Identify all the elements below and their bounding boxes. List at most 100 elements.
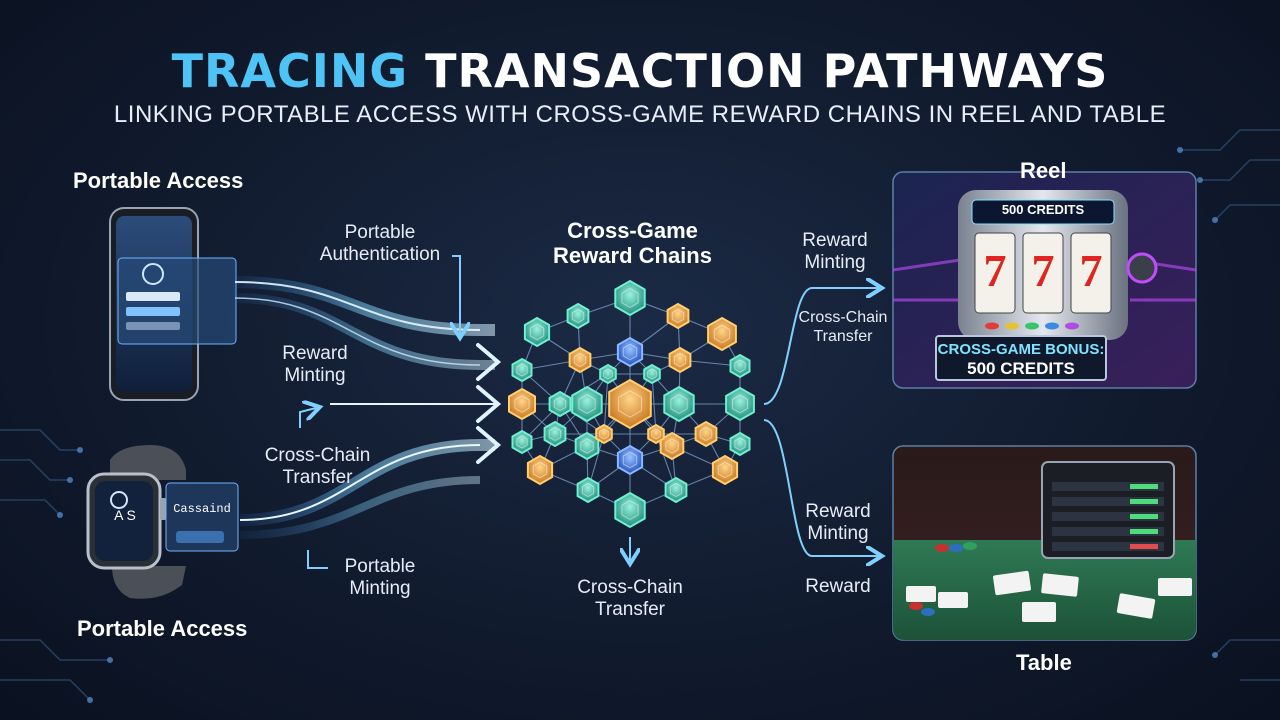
hex-node-inner (734, 437, 746, 451)
table-header: Table (1016, 650, 1072, 675)
cross-game-bonus-text: CROSS-GAME BONUS: 500 CREDITS (936, 340, 1106, 378)
reel-2 (1022, 232, 1064, 314)
label-line-1: Portable (344, 556, 416, 577)
label-line-1: Portable (344, 222, 416, 243)
hex-node (599, 363, 617, 385)
hex-node (729, 431, 751, 457)
label-portable-authentication: Portable Authentication (305, 222, 455, 266)
network-link (651, 373, 657, 435)
hex-node-inner (599, 428, 609, 440)
playing-cards (906, 570, 1192, 622)
hex-node-inner (603, 368, 613, 380)
label-reward-minting-bottom-right: Reward Minting (792, 501, 884, 545)
hex-node (694, 420, 718, 448)
bonus-line-2: 500 CREDITS (967, 359, 1075, 378)
hex-node (614, 491, 646, 529)
hex-node-inner (571, 308, 585, 324)
label-portable-minting: Portable Minting (320, 556, 440, 600)
hex-node (548, 390, 572, 418)
hex-node (543, 420, 567, 448)
leaderboard-rows (1052, 482, 1164, 551)
label-cross-chain-left: Cross-Chain Transfer (250, 445, 385, 489)
hex-node-inner (581, 482, 595, 498)
slot-buttons (985, 322, 1079, 330)
title-highlight: TRACING (171, 44, 409, 98)
slot-top-display (971, 199, 1115, 225)
reel-3 (1070, 232, 1112, 314)
hex-node (647, 423, 665, 445)
portable-access-bottom-header: Portable Access (77, 616, 248, 641)
hex-node-inner (665, 438, 679, 454)
hex-node (643, 363, 661, 385)
label-reward-right: Reward (805, 576, 871, 597)
hex-node-inner (669, 482, 683, 498)
hex-node (576, 476, 600, 504)
label-cross-chain-right: Cross-Chain Transfer (788, 308, 898, 346)
hex-node (664, 476, 688, 504)
hex-node-inner (548, 426, 562, 442)
hex-node (711, 454, 739, 486)
label-reward-minting-left: Reward Minting (255, 343, 375, 387)
label-cross-chain-bottom: Cross-Chain Transfer (560, 577, 700, 621)
phone-device (109, 207, 237, 401)
hex-node-inner (553, 396, 567, 412)
hex-node-inner (532, 461, 548, 479)
hex-node (608, 378, 652, 430)
hex-node-inner (621, 288, 639, 308)
reel-1 (974, 232, 1016, 314)
page-subtitle: LINKING PORTABLE ACCESS WITH CROSS-GAME … (113, 101, 1167, 128)
label-line-2: Minting (284, 365, 346, 386)
page-title: TRACING TRANSACTION PATHWAYS (0, 44, 1280, 98)
hex-node (511, 357, 533, 383)
hex-node (725, 386, 755, 422)
hex-node (523, 316, 551, 348)
hex-node (666, 302, 690, 330)
hex-node-inner (573, 352, 587, 368)
hex-node-inner (671, 308, 685, 324)
label-line-2: Transfer (282, 467, 353, 488)
hex-node (508, 387, 536, 421)
header-line-2: Reward Chains (553, 243, 712, 268)
watch-screen-text: A S (114, 507, 136, 523)
login-button (126, 307, 180, 316)
table-card (892, 445, 1197, 641)
hex-node (526, 454, 554, 486)
hex-node-inner (578, 394, 596, 414)
connector-arrows (299, 255, 878, 569)
hex-node (663, 385, 695, 423)
poker-chips (909, 542, 977, 616)
hex-node-inner (717, 461, 733, 479)
bonus-line-1: CROSS-GAME BONUS: (937, 341, 1105, 358)
label-line-2: Minting (804, 252, 866, 273)
hex-node-inner (622, 343, 638, 361)
username-field (126, 292, 180, 301)
bonus-panel (935, 335, 1107, 381)
reel-card (892, 171, 1197, 389)
slot-top-display-text: 500 CREDITS (1001, 202, 1085, 217)
hex-node (616, 444, 644, 476)
hex-node-inner (651, 428, 661, 440)
hex-node-inner (713, 324, 731, 344)
hex-network-nodes (508, 279, 755, 529)
hex-node-inner (699, 426, 713, 442)
hex-node-inner (516, 435, 528, 449)
hex-node-inner (647, 368, 657, 380)
hex-node (571, 385, 603, 423)
smartwatch-device (86, 445, 239, 599)
hex-node (729, 353, 751, 379)
hex-node-inner (673, 352, 687, 368)
circuit-lines-decoration (0, 129, 1280, 701)
header-line-1: Cross-Game (567, 218, 698, 243)
label-reward-minting-top-right: Reward Minting (790, 230, 880, 274)
title-rest: TRANSACTION PATHWAYS (425, 44, 1109, 98)
label-line-1: Reward (802, 230, 868, 251)
circuit-nodes-decoration (57, 147, 1218, 703)
label-line-1: Cross-Chain (577, 577, 683, 598)
portable-access-top-header: Portable Access (73, 168, 244, 193)
hex-node (568, 346, 592, 374)
label-line-1: Cross-Chain (798, 309, 888, 326)
hex-node-inner (734, 359, 746, 373)
label-line-1: Reward (805, 501, 871, 522)
hex-node-inner (621, 500, 639, 520)
